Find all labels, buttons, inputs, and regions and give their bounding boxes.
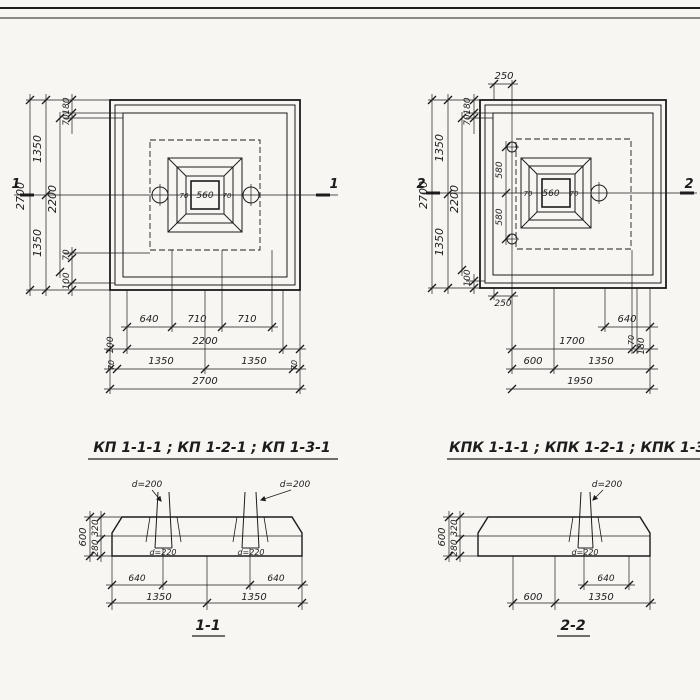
dimension-label: 70 (62, 249, 72, 261)
dimension-label: 1350 (588, 592, 613, 603)
dimension-label: 2700 (417, 181, 430, 209)
dimension-label: 250 (494, 71, 513, 82)
dimension-label: 1350 (148, 356, 173, 367)
dimension-label: 70 (62, 114, 72, 126)
dimension-ticks (85, 512, 307, 608)
leader-arrow (259, 489, 292, 502)
dimension-label: d=200 (280, 480, 311, 490)
dimension-label: 710 (237, 314, 256, 325)
dimension-label: 2700 (14, 182, 27, 210)
sheet-border (0, 7, 700, 19)
dimension-label: 600 (78, 527, 89, 546)
dimension-ticks (444, 512, 655, 608)
dimension-label: 180 (637, 337, 647, 354)
dimension-label: 1350 (588, 356, 613, 367)
dimension-label: 100 (62, 272, 72, 289)
dimension-label: 600 (523, 356, 542, 367)
dimension-label: 710 (187, 314, 206, 325)
dimension-label: 600 (523, 592, 542, 603)
dimension-label: 180 (463, 97, 473, 114)
dimension-label: 2200 (192, 336, 217, 347)
dimension-label: 320 (91, 519, 101, 536)
dimension-label: 280 (450, 539, 460, 556)
dimension-label: 1350 (146, 592, 171, 603)
dimension-label: 640 (139, 314, 158, 325)
dimension-label: 1350 (31, 135, 44, 163)
dimension-label: 280 (91, 539, 101, 556)
dimension-label: 100 (463, 269, 473, 286)
section-mark: 2 (416, 177, 425, 192)
drawing-title: КП 1-1-1 ; КП 1-2-1 ; КП 1-3-1 (93, 440, 330, 456)
dimension-label: 70 (290, 360, 299, 370)
dimension-label: 2700 (192, 376, 217, 387)
dimension-label: 1350 (241, 592, 266, 603)
bolt-sleeve (568, 491, 603, 549)
dimension-label: 250 (494, 299, 511, 309)
dimension-lines (26, 94, 306, 394)
dimension-label: 70 (463, 114, 473, 126)
drawing-title: 2-2 (560, 618, 585, 634)
section-view-2-2 (443, 458, 700, 637)
section-mark: 1 (11, 177, 20, 192)
dimension-label: 640 (617, 314, 636, 325)
dimension-label: 640 (597, 574, 614, 584)
plan-view-left (14, 94, 338, 394)
dimension-lines (443, 511, 656, 610)
dimension-label: 70 (223, 192, 232, 200)
drawing-title: КПК 1-1-1 ; КПК 1-2-1 ; КПК 1-3-1 (449, 440, 700, 456)
section-mark: 1 (329, 177, 338, 192)
dimension-label: d=220 (571, 548, 598, 557)
dimension-ticks (25, 95, 305, 394)
dimension-label: 560 (542, 189, 559, 199)
dimension-label: 560 (196, 191, 213, 201)
dimension-label: d=220 (237, 548, 264, 557)
dimension-label: 70 (627, 335, 636, 345)
dimension-label: 70 (180, 192, 189, 200)
dimension-label: d=200 (132, 480, 163, 490)
dimension-label: 70 (107, 360, 116, 370)
section-mark: 2 (684, 177, 693, 192)
drawing-linework (0, 7, 700, 637)
dimension-lines (84, 511, 308, 610)
dimension-label: 580 (495, 208, 505, 225)
dimension-label: 640 (267, 574, 284, 584)
dimension-label: 1950 (567, 376, 592, 387)
dimension-label: 70 (524, 190, 533, 198)
dimension-label: d=220 (149, 548, 176, 557)
leader-arrow (592, 489, 604, 501)
section-view-1-1 (84, 458, 338, 637)
dimension-label: 2200 (448, 185, 461, 213)
dimension-label: 1350 (433, 134, 446, 162)
leader-arrow (151, 489, 162, 502)
bolt-sleeve (145, 491, 269, 549)
dimension-label: 70 (570, 190, 579, 198)
dimension-label: 100 (106, 336, 116, 353)
dimension-label: 1350 (241, 356, 266, 367)
dimension-label: 1700 (559, 336, 584, 347)
plan-view-right (420, 79, 697, 394)
dimension-label: 1350 (433, 228, 446, 256)
dimension-label: 580 (495, 161, 505, 178)
dimension-label: d=200 (592, 480, 623, 490)
dimension-label: 320 (450, 519, 460, 536)
dimension-lines (428, 83, 658, 394)
dimension-label: 2200 (46, 185, 59, 213)
dimension-label: 180 (62, 97, 72, 114)
dimension-label: 1350 (31, 229, 44, 257)
dimension-label: 600 (437, 527, 448, 546)
drawing-title: 1-1 (195, 618, 220, 634)
dimension-label: 640 (128, 574, 145, 584)
